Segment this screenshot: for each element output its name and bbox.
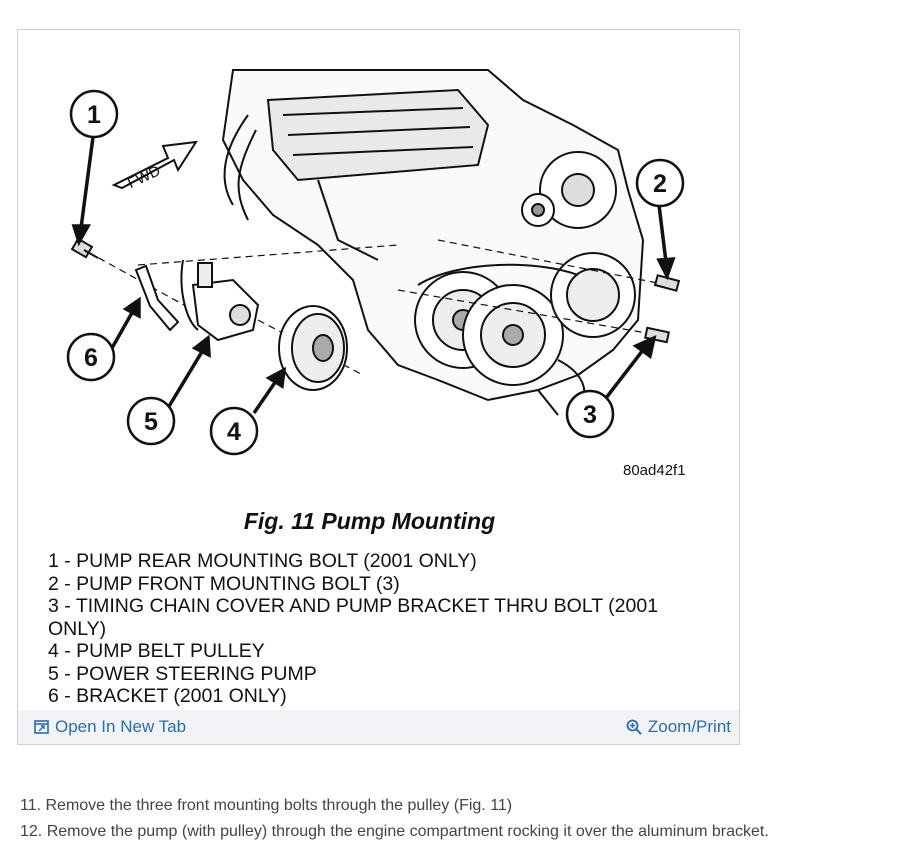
- callout-3: 3: [565, 389, 615, 439]
- bolt-1-illustration: [70, 237, 99, 259]
- pump-5-illustration: [180, 259, 260, 342]
- callout-1-label: 1: [87, 101, 101, 129]
- callout-5-label: 5: [144, 408, 158, 436]
- legend-item: 2 - PUMP FRONT MOUNTING BOLT (3): [48, 572, 400, 595]
- callout-arrows: [71, 136, 676, 414]
- bolt-2-illustration: [653, 274, 681, 292]
- zoom-print-link[interactable]: Zoom/Print: [626, 717, 731, 737]
- procedure-step: 11. Remove the three front mounting bolt…: [20, 797, 513, 814]
- legend-item: 3 - TIMING CHAIN COVER AND PUMP BRACKET …: [48, 595, 659, 640]
- callout-6: 6: [66, 332, 116, 382]
- bracket-6-illustration: [134, 264, 180, 332]
- open-in-new-tab-icon: [34, 720, 49, 734]
- callout-1: 1: [69, 89, 119, 139]
- callout-6-label: 6: [84, 344, 98, 372]
- callout-4: 4: [209, 406, 259, 456]
- legend-item: 1 - PUMP REAR MOUNTING BOLT (2001 ONLY): [48, 550, 477, 572]
- callout-5: 5: [126, 396, 176, 446]
- figure-legend: 1 - PUMP REAR MOUNTING BOLT (2001 ONLY) …: [48, 550, 688, 708]
- callout-2: 2: [635, 158, 685, 208]
- figure-toolbar: Open In New Tab Zoom/Print: [18, 710, 739, 744]
- fwd-label: FWD: [125, 162, 163, 192]
- open-in-new-tab-link[interactable]: Open In New Tab: [34, 717, 186, 737]
- image-code: 80ad42f1: [623, 462, 686, 479]
- procedure-steps: 11. Remove the three front mounting bolt…: [20, 793, 900, 845]
- figure-caption: Fig. 11 Pump Mounting: [243, 508, 496, 534]
- legend-item: 6 - BRACKET (2001 ONLY): [48, 685, 287, 707]
- callout-3-label: 3: [583, 401, 597, 429]
- legend-item: 4 - PUMP BELT PULLEY: [48, 640, 265, 662]
- procedure-step: 12. Remove the pump (with pulley) throug…: [20, 823, 769, 840]
- figure-card: FWD 1 2 3: [17, 29, 740, 745]
- engine-illustration: [221, 69, 645, 416]
- callout-2-label: 2: [653, 170, 667, 198]
- fwd-arrow: FWD: [111, 140, 198, 192]
- callout-4-label: 4: [227, 418, 241, 446]
- pulley-4-illustration: [278, 305, 348, 391]
- legend-item: 5 - POWER STEERING PUMP: [48, 662, 317, 685]
- zoom-print-label: Zoom/Print: [647, 717, 731, 736]
- open-in-new-tab-label: Open In New Tab: [55, 717, 187, 736]
- assembly-dashed-lines: [87, 239, 669, 376]
- zoom-in-icon: [626, 719, 642, 735]
- pump-mounting-diagram: FWD 1 2 3: [66, 69, 686, 479]
